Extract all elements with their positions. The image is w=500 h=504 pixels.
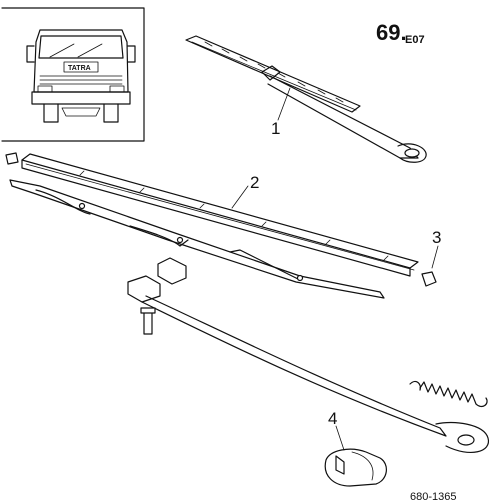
blade-arm-pivot-hole xyxy=(404,148,420,158)
truck-brand-text: TATRA xyxy=(68,65,91,72)
blade-arm-pivot xyxy=(397,143,427,163)
strip-side xyxy=(21,159,411,277)
end-cap xyxy=(421,271,437,287)
leader-2 xyxy=(231,185,249,209)
page-number: 69. E07 xyxy=(376,20,425,46)
blade-arm xyxy=(267,75,419,159)
page-number-suffix: E07 xyxy=(405,34,425,46)
strip-groove xyxy=(25,163,415,271)
lever-frame-bend-right xyxy=(229,249,301,281)
strip-top-edge xyxy=(21,153,419,269)
truck-wheels xyxy=(43,103,119,123)
blade-connector xyxy=(261,65,281,81)
callout-2: 2 xyxy=(250,173,259,192)
lever-frame-main xyxy=(9,179,385,299)
lever-frame-bend-left xyxy=(35,189,91,215)
truck-headlight-left xyxy=(37,85,53,93)
blade-hatching xyxy=(204,41,344,103)
callout-3: 3 xyxy=(432,228,441,247)
leader-1 xyxy=(277,87,291,121)
arm-bolt-shank xyxy=(143,311,153,335)
arm-end-pivot xyxy=(435,421,490,453)
lever-rivet-2 xyxy=(176,236,184,244)
spring-hook-right xyxy=(475,397,488,408)
blade-frame xyxy=(185,35,361,113)
leader-3 xyxy=(431,245,439,269)
inset-truck-view: TATRA xyxy=(1,7,145,142)
arm-clamp-head xyxy=(127,275,161,303)
truck-grille xyxy=(39,75,123,85)
reference-number: 680-1365 xyxy=(410,491,457,503)
arm-bolt-head xyxy=(140,307,156,314)
wiper-arm-lower xyxy=(127,257,490,453)
truck-axle xyxy=(61,107,101,117)
page-number-main: 69. xyxy=(376,20,407,45)
clip-part xyxy=(324,448,387,487)
truck-headlight-right xyxy=(109,85,125,93)
tension-spring xyxy=(409,380,488,408)
truck-windshield xyxy=(38,35,124,59)
clip-tab xyxy=(335,455,345,475)
strip-end-cap-left xyxy=(5,152,19,165)
lever-rivet-3 xyxy=(296,274,304,282)
clip-body xyxy=(324,448,387,487)
lever-frame-bend-mid xyxy=(129,225,189,247)
inset-frame xyxy=(1,7,145,142)
truck-wipers xyxy=(49,43,103,58)
truck-cab xyxy=(33,29,129,93)
leader-4 xyxy=(335,425,345,451)
blade-rubber xyxy=(191,41,357,111)
clip-inner-curve xyxy=(351,451,374,481)
wiper-blade-assembly xyxy=(185,35,427,163)
arm-bracket-block xyxy=(157,257,187,285)
wiper-strip xyxy=(5,152,419,277)
arm-end-pivot-hole xyxy=(457,434,475,446)
strip-marks xyxy=(79,170,389,261)
arm-rod xyxy=(141,295,447,437)
truck-mirrors xyxy=(26,45,136,63)
end-cap-part xyxy=(421,271,437,287)
blade-lever-frame xyxy=(9,179,385,299)
callout-labels: 1 2 3 4 xyxy=(250,119,441,428)
callout-1: 1 xyxy=(271,119,280,138)
truck-brand-plate xyxy=(63,61,99,73)
spring-coil xyxy=(419,381,477,405)
callout-4: 4 xyxy=(328,409,337,428)
leader-lines xyxy=(231,87,439,451)
spring-hook-left xyxy=(409,380,421,391)
lever-rivet-1 xyxy=(78,202,86,210)
truck-bumper xyxy=(31,91,131,105)
